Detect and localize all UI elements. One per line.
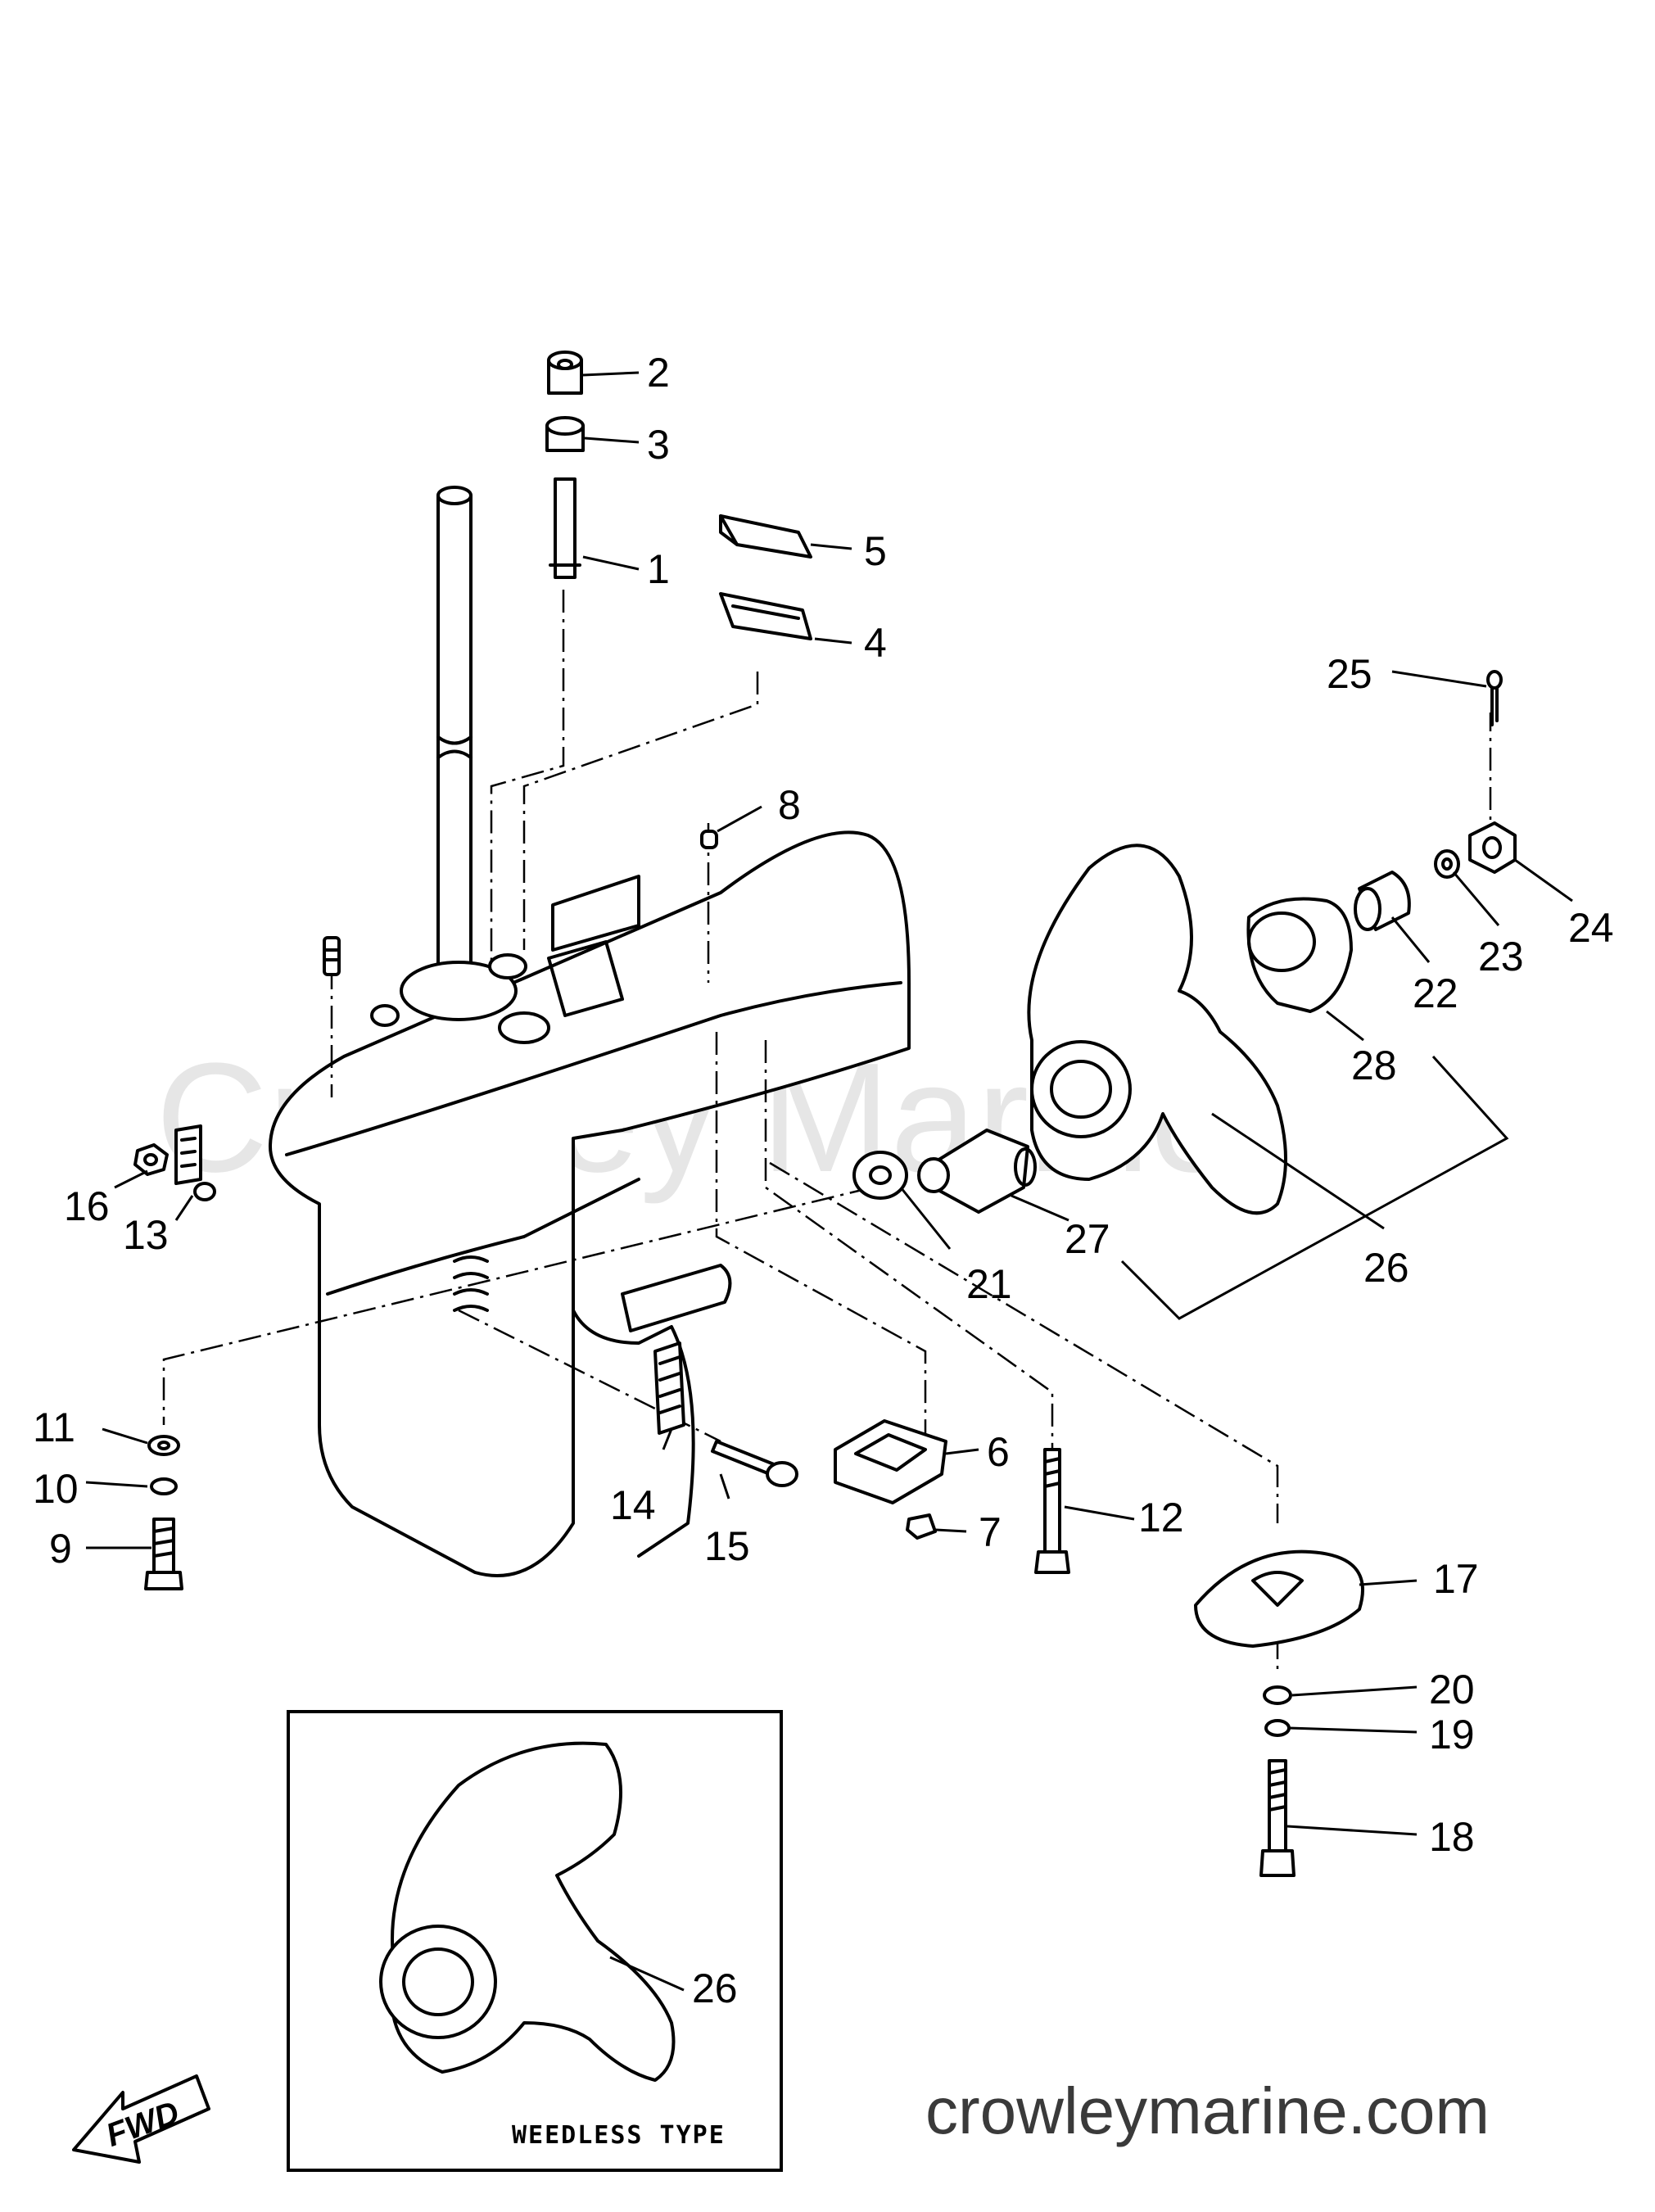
fwd-arrow: FWD — [72, 2074, 210, 2164]
callout-24: 24 — [1568, 905, 1614, 951]
callout-27: 27 — [1065, 1216, 1110, 1262]
callout-20: 20 — [1429, 1667, 1475, 1712]
part-7-bolt — [906, 1513, 937, 1540]
part-16-nut — [133, 1143, 169, 1176]
callout-14: 14 — [610, 1482, 656, 1528]
callout-7: 7 — [979, 1509, 1002, 1555]
callout-19: 19 — [1429, 1712, 1475, 1757]
callout-9: 9 — [49, 1526, 72, 1572]
callout-2: 2 — [647, 350, 670, 396]
inset-weedless: 26 WEEDLESS TYPE — [287, 1710, 783, 2172]
part-5-seal — [719, 514, 812, 559]
part-19-spring-washer — [1264, 1719, 1291, 1737]
lower-casing — [269, 477, 911, 1577]
part-10-spring-washer — [150, 1477, 178, 1495]
callout-leaders — [85, 371, 1573, 1836]
callout-16: 16 — [64, 1183, 110, 1229]
callout-26-inset: 26 — [692, 1965, 738, 2011]
part-6-cover — [834, 1419, 947, 1504]
part-13-anode — [174, 1124, 216, 1201]
part-12-bolt — [1034, 1448, 1070, 1574]
callout-15: 15 — [704, 1523, 750, 1569]
part-24-nut — [1468, 821, 1517, 874]
callout-10: 10 — [33, 1466, 79, 1512]
callout-6: 6 — [987, 1429, 1010, 1475]
part-14-screen — [653, 1341, 685, 1435]
part-2-grommet — [547, 351, 583, 395]
callout-3: 3 — [647, 422, 670, 468]
callout-21: 21 — [966, 1261, 1012, 1307]
part-20-washer — [1263, 1685, 1292, 1705]
part-23-washer — [1434, 849, 1460, 879]
callout-4: 4 — [864, 620, 887, 666]
callout-25: 25 — [1327, 651, 1372, 697]
part-28-bushing — [1246, 897, 1353, 1013]
callout-5: 5 — [864, 528, 887, 574]
callout-1: 1 — [647, 546, 670, 592]
part-27-spacer — [917, 1129, 1037, 1214]
part-8-plug — [700, 830, 718, 849]
part-3-seal — [545, 416, 585, 452]
callout-12: 12 — [1138, 1495, 1184, 1540]
part-22-spacer — [1354, 871, 1411, 931]
callout-18: 18 — [1429, 1814, 1475, 1860]
part-18-bolt — [1259, 1759, 1296, 1877]
part-9-bolt — [144, 1518, 183, 1590]
part-15-screw — [711, 1440, 798, 1487]
part-17-trim-tab — [1194, 1549, 1364, 1648]
callout-28: 28 — [1351, 1043, 1397, 1088]
callout-22: 22 — [1413, 970, 1458, 1016]
callout-23: 23 — [1478, 934, 1524, 979]
part-4-seal — [719, 592, 812, 640]
callout-11: 11 — [33, 1405, 75, 1450]
callout-17: 17 — [1433, 1556, 1479, 1602]
part-11-washer — [147, 1435, 180, 1456]
part-fitting — [323, 936, 341, 976]
inset-caption: WEEDLESS TYPE — [512, 2121, 726, 2150]
callout-numbers: 2 3 1 5 4 8 25 24 23 22 28 26 27 21 16 1… — [33, 350, 1614, 1860]
callout-13: 13 — [123, 1212, 169, 1258]
callout-26: 26 — [1363, 1245, 1409, 1291]
callout-8: 8 — [778, 782, 801, 828]
site-url: crowleymarine.com — [925, 2074, 1490, 2147]
part-25-cotter-pin — [1486, 670, 1503, 726]
part-21-washer — [852, 1151, 908, 1200]
